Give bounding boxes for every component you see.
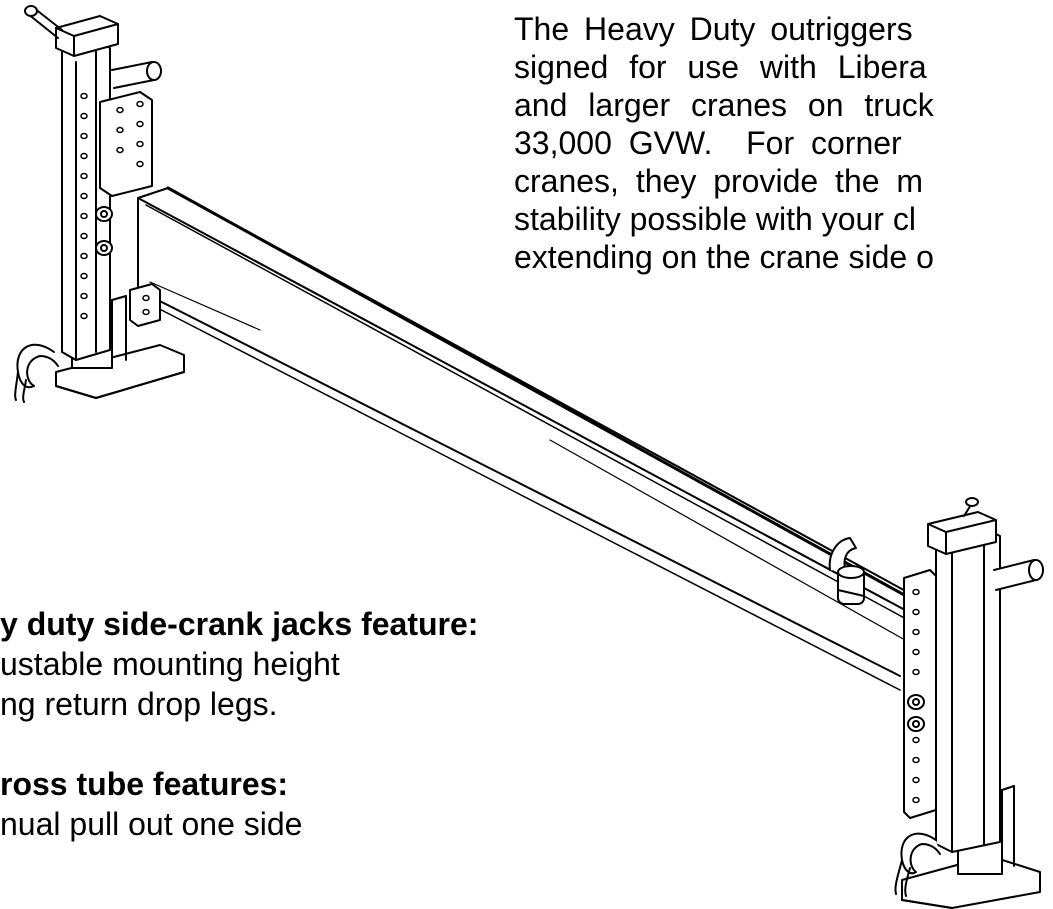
jacks-item-2: ng return drop legs.	[0, 686, 278, 722]
cross-tube	[137, 186, 937, 691]
cross-tube-heading: ross tube features:	[0, 766, 289, 802]
paragraph-line-6: stability possible with your cl	[514, 201, 916, 237]
left-jack	[14, 5, 185, 403]
jacks-item-1: ustable mounting height	[0, 646, 340, 682]
paragraph-line-4: 33,000 GVW. For corner	[514, 125, 902, 161]
paragraph-line-3: and larger cranes on truck	[514, 87, 934, 123]
right-jack	[894, 497, 1044, 909]
jacks-heading: y duty side-crank jacks feature:	[0, 606, 479, 642]
description-paragraph: The Heavy Duty outriggers signed for use…	[514, 10, 934, 276]
paragraph-line-5: cranes, they provide the m	[514, 163, 924, 199]
paragraph-line-7: extending on the crane side o	[514, 239, 934, 275]
lock-pin	[828, 537, 865, 605]
paragraph-line-2: signed for use with Libera	[514, 49, 927, 85]
cross-tube-item-1: nual pull out one side	[0, 806, 303, 842]
paragraph-line-1: The Heavy Duty outriggers	[514, 11, 913, 47]
